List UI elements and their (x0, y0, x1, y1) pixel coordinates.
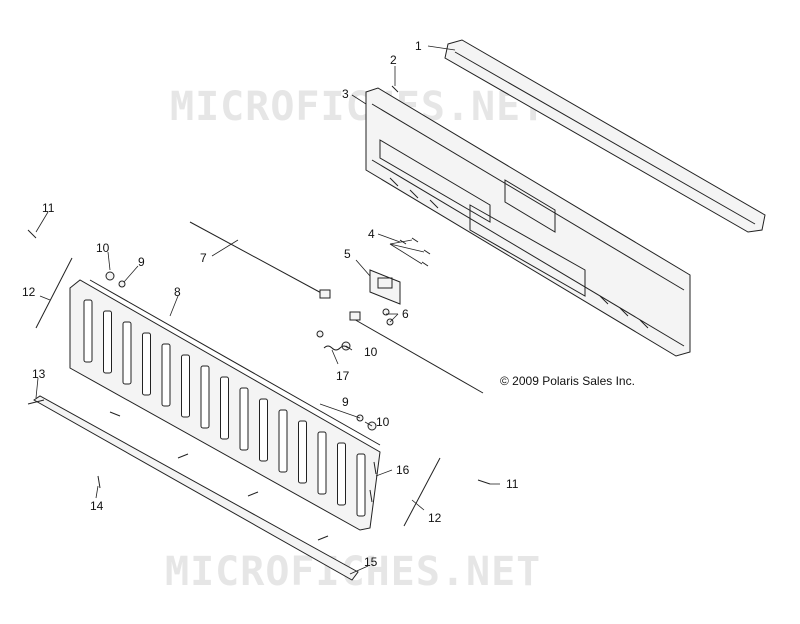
callout-9-right: 9 (342, 395, 349, 409)
watermark-top: MICROFICHES.NET (170, 84, 546, 130)
part-14-bolts (97, 411, 329, 541)
part-13-pin (27, 399, 45, 405)
panel-rib (356, 453, 366, 517)
part-12-cable-right (403, 457, 441, 527)
panel-rib (103, 310, 112, 374)
panel-rib (298, 420, 307, 484)
callout-10-center: 10 (364, 345, 378, 359)
leader-lines (35, 45, 500, 575)
part-4-screws (399, 237, 431, 267)
callout-labels: 1 2 3 4 5 6 7 8 9 9 10 10 10 11 11 12 12… (22, 39, 519, 569)
part-16-hinge (369, 461, 377, 503)
callout-10-right: 10 (376, 415, 390, 429)
panel-rib (200, 365, 210, 429)
part-6-rod (349, 311, 484, 394)
panel-rib (161, 343, 171, 407)
panel-rib (181, 354, 190, 418)
callout-4: 4 (368, 227, 375, 241)
callout-2: 2 (390, 53, 397, 67)
callout-3: 3 (342, 87, 349, 101)
part-12-cable-left (35, 257, 73, 329)
part-15-bottom-rail (33, 395, 359, 581)
outer-panel-ribs (83, 299, 366, 517)
part-5-latch (369, 269, 401, 305)
callout-7: 7 (200, 251, 207, 265)
panel-rib (220, 376, 229, 440)
callout-12-right: 12 (428, 511, 442, 525)
copyright-notice: © 2009 Polaris Sales Inc. (500, 374, 635, 388)
part-3-inner-frame (365, 87, 691, 357)
part-11-bolt-left (27, 229, 37, 239)
part-11-bolt-right (477, 479, 491, 485)
callout-13: 13 (32, 367, 46, 381)
part-1-top-rail (444, 39, 766, 233)
panel-rib (259, 398, 268, 462)
callout-11-left: 11 (42, 201, 55, 215)
panel-rib (278, 409, 288, 473)
panel-rib (122, 321, 132, 385)
part-2-screw (391, 85, 399, 93)
callout-9-left: 9 (138, 255, 145, 269)
callout-15: 15 (364, 555, 378, 569)
callout-12-left: 12 (22, 285, 36, 299)
panel-rib (142, 332, 151, 396)
callout-11-right: 11 (506, 477, 519, 491)
panel-rib (317, 431, 327, 495)
panel-rib (239, 387, 249, 451)
callout-14: 14 (90, 499, 104, 513)
panel-rib (337, 442, 346, 506)
callout-16: 16 (396, 463, 410, 477)
callout-6: 6 (402, 307, 409, 321)
callout-1: 1 (415, 39, 422, 53)
callout-17: 17 (336, 369, 350, 383)
part-17-spring (323, 345, 349, 351)
callout-8: 8 (174, 285, 181, 299)
callout-10-left: 10 (96, 241, 110, 255)
callout-5: 5 (344, 247, 351, 261)
part-7-rod (189, 221, 331, 299)
panel-rib (83, 299, 93, 363)
